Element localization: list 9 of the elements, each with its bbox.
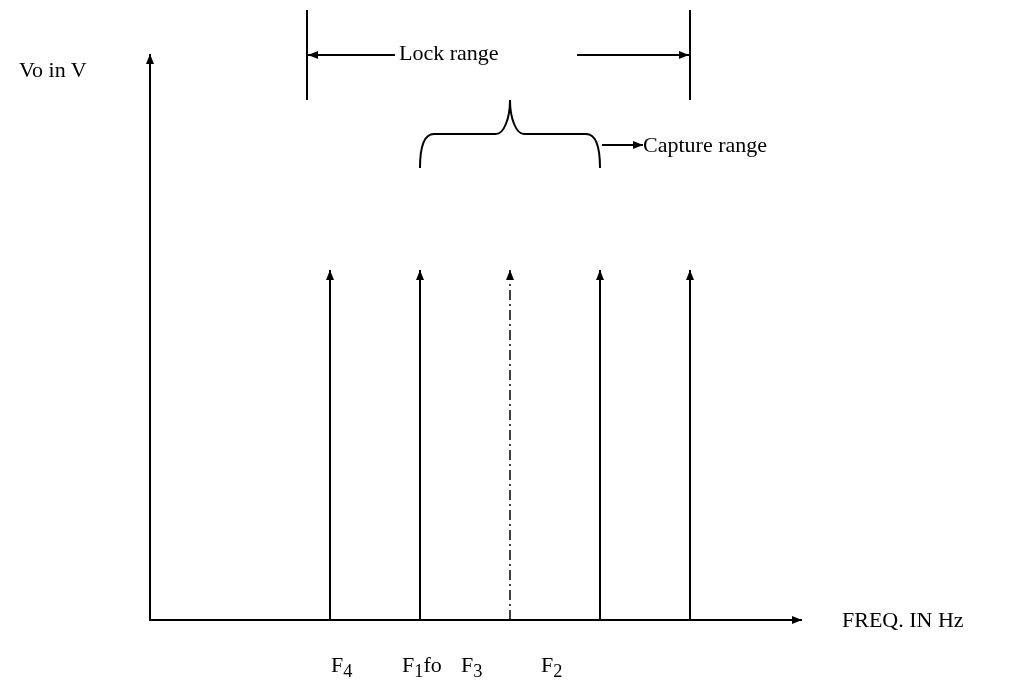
frequency-label: F$_{1}$fo	[401, 652, 443, 684]
axis-label: Vo in V	[18, 57, 88, 83]
range-label: Capture range	[643, 132, 767, 158]
frequency-label: F$_{3}$	[460, 652, 484, 684]
frequency-label: F$_{2}$	[540, 652, 564, 684]
frequency-label: F$_{4}$	[330, 652, 354, 684]
arrow	[601, 141, 644, 149]
curly-brace	[418, 100, 602, 168]
axis-label: FREQ. IN Hz	[841, 607, 965, 633]
